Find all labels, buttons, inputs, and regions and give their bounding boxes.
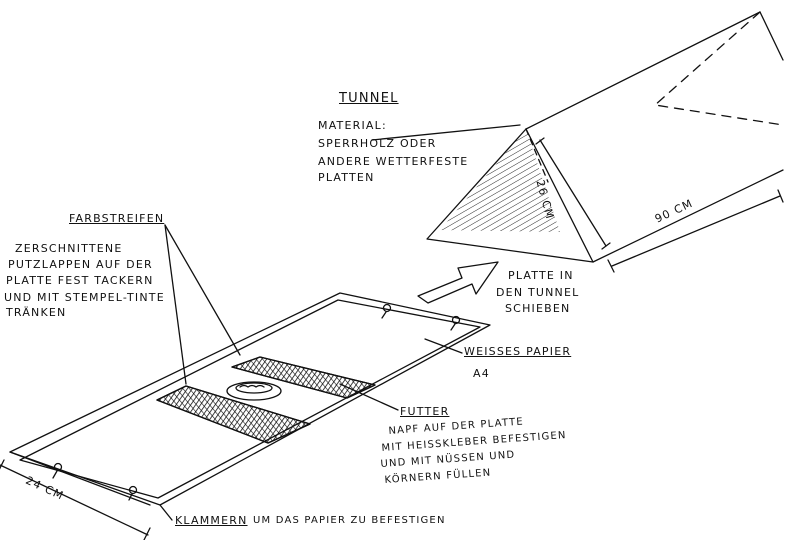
rags-line-1: Zerschnittene — [15, 240, 123, 257]
material-line-3: andere wetterfeste — [318, 153, 468, 170]
stripes-title: Farbstreifen — [69, 210, 164, 227]
clips-caption: um das Papier zu befestigen — [253, 512, 446, 529]
push-arrow-icon — [418, 262, 498, 303]
push-line-1: Platte in — [508, 267, 574, 284]
paper-title: Weißes Papier — [464, 343, 571, 360]
food-title: Futter — [400, 403, 449, 420]
material-line-4: Platten — [318, 169, 375, 186]
tunnel-shape — [427, 12, 783, 272]
paper-size: A4 — [473, 365, 490, 382]
tunnel-title: Tunnel — [339, 90, 399, 107]
rags-line-2: Putzlappen auf der — [8, 256, 153, 273]
material-line-1: Material: — [318, 117, 387, 134]
food-bowl-icon — [227, 382, 281, 400]
push-line-3: schieben — [505, 300, 570, 317]
material-line-2: Sperrholz oder — [318, 135, 436, 152]
rags-line-5: tränken — [6, 304, 66, 321]
rags-line-3: Platte fest tackern — [6, 272, 154, 289]
width-dimension — [0, 460, 150, 540]
push-line-2: den Tunnel — [496, 284, 579, 301]
clips-word: Klammern — [175, 512, 248, 529]
